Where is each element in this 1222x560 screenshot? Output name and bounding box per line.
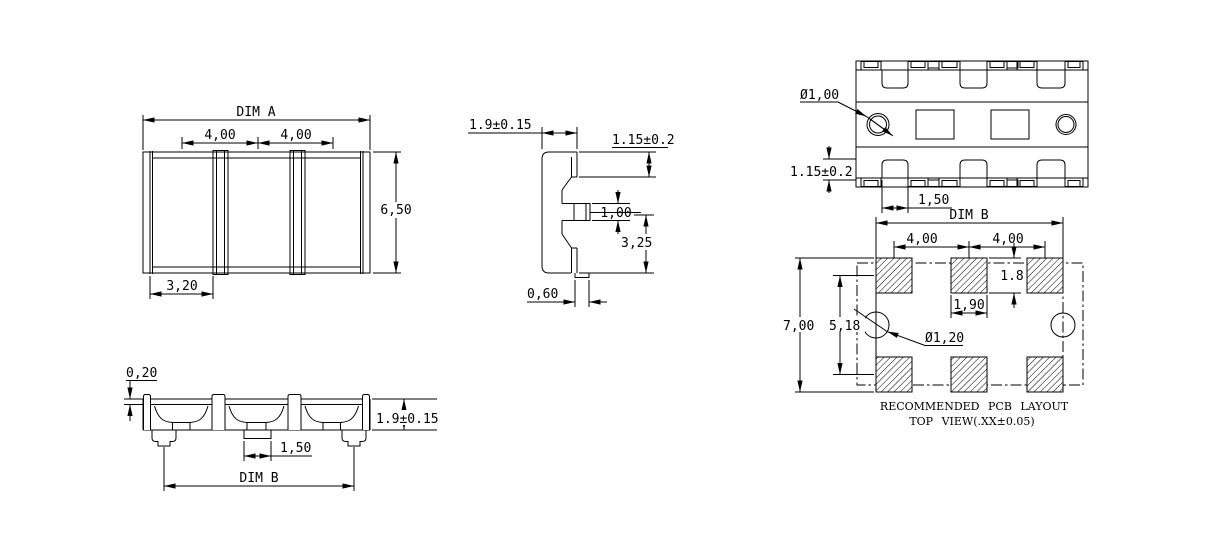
body-width-dimension: 1.9±0.15 bbox=[468, 118, 578, 149]
bottom-view-body bbox=[855, 60, 1089, 188]
pad-height-dimension: 1.8 bbox=[989, 243, 1024, 308]
dim-a-label: DIM A bbox=[236, 105, 275, 120]
post bbox=[211, 394, 226, 430]
pcb-hole bbox=[1050, 312, 1076, 338]
dim-b-dimension-front: DIM B bbox=[163, 447, 355, 491]
hole-diameter-label: Ø1,00 bbox=[800, 88, 839, 103]
pin-thickness-label: 1,00 bbox=[600, 206, 631, 221]
tab-width-dimension: 1,50 bbox=[881, 180, 952, 213]
pin-thickness-dimension: 1,00 bbox=[590, 190, 641, 234]
pitch-2-label: 4,00 bbox=[280, 128, 311, 143]
contact-cavity bbox=[228, 405, 285, 430]
dim-b-dimension-bottom: DIM B bbox=[875, 208, 1064, 258]
pcb-hole-diameter-callout: Ø1,20 bbox=[853, 308, 964, 346]
pcb-pitch-1-label: 4,00 bbox=[906, 232, 937, 247]
pcb-pad bbox=[950, 356, 988, 393]
overall-height-dimension: 7,00 bbox=[781, 257, 874, 393]
contact-cavity bbox=[304, 405, 359, 430]
front-height-label: 1.9±0.15 bbox=[376, 412, 439, 427]
cavity-window bbox=[915, 109, 955, 140]
pad-height-label: 1.8 bbox=[1000, 269, 1023, 284]
center-pad-label: 1,50 bbox=[280, 441, 311, 456]
pcb-pad bbox=[1026, 257, 1064, 294]
body-height-label: 6,50 bbox=[380, 203, 411, 218]
dim-a-dimension: DIM A bbox=[142, 105, 371, 150]
hole-diameter-callout: Ø1,00 bbox=[800, 88, 894, 137]
pcb-pad bbox=[1026, 356, 1064, 393]
slot-offset-label: 3,20 bbox=[166, 279, 197, 294]
post bbox=[287, 394, 302, 430]
cavity-window bbox=[990, 109, 1030, 140]
contact-height-dimension: 1.15±0.2 bbox=[579, 133, 675, 178]
pad-width-label: 1,90 bbox=[953, 298, 984, 313]
side-view-body bbox=[541, 151, 591, 278]
keying-tab bbox=[1036, 159, 1066, 178]
pcb-layout-view: 4,00 4,00 1.8 1,90 7,00 5 bbox=[781, 232, 1084, 428]
mounting-hole bbox=[1055, 114, 1077, 135]
divider-bar bbox=[212, 150, 229, 275]
keying-tab bbox=[881, 70, 909, 89]
top-view: DIM A 4,00 4,00 6,50 3,20 bbox=[142, 105, 417, 299]
pin-to-bottom-label: 3,25 bbox=[621, 236, 652, 251]
mounting-hole-inner bbox=[1057, 116, 1075, 133]
center-pad bbox=[243, 430, 272, 439]
overall-height-label: 7,00 bbox=[783, 319, 814, 334]
pcb-hole-diameter-label: Ø1,20 bbox=[925, 331, 964, 346]
edge-tabs-top bbox=[860, 61, 1084, 71]
band-height-label: 1.15±0.2 bbox=[790, 165, 853, 180]
front-view: 0,20 1.9±0.15 1,50 DIM B bbox=[124, 366, 439, 491]
left-foot bbox=[151, 430, 177, 447]
pitch-1-label: 4,00 bbox=[204, 128, 235, 143]
body-height-dimension: 6,50 bbox=[373, 151, 417, 274]
keying-tab bbox=[1036, 70, 1066, 89]
tab-width-label: 1,50 bbox=[918, 193, 949, 208]
keying-tab bbox=[881, 159, 909, 178]
divider-bar bbox=[289, 150, 306, 275]
mounting-hole bbox=[866, 113, 890, 136]
pin-to-bottom-dimension: 3,25 bbox=[579, 214, 658, 274]
pcb-caption-line-2: TOP VIEW(.XX±0.05) bbox=[909, 415, 1034, 428]
pcb-caption: RECOMMENDED PCB LAYOUT TOP VIEW(.XX±0.05… bbox=[880, 400, 1069, 428]
center-pad-dimension: 1,50 bbox=[243, 441, 312, 461]
row-pitch-dimension: 5,18 bbox=[826, 275, 874, 375]
solder-foot bbox=[574, 273, 590, 278]
bottom-view: Ø1,00 1.15±0.2 1,50 DIM B bbox=[790, 60, 1089, 258]
front-height-dimension: 1.9±0.15 bbox=[372, 398, 439, 431]
pcb-pitch-dimensions: 4,00 4,00 bbox=[893, 232, 1046, 258]
front-view-body bbox=[142, 394, 371, 447]
foot-width-dimension: 0,60 bbox=[527, 280, 607, 307]
mounting-hole-inner bbox=[869, 115, 887, 134]
pcb-pad bbox=[950, 257, 988, 294]
pcb-caption-line-1: RECOMMENDED PCB LAYOUT bbox=[880, 400, 1069, 413]
foot-width-label: 0,60 bbox=[527, 287, 558, 302]
band-height-dimension: 1.15±0.2 bbox=[790, 146, 856, 193]
pcb-pads bbox=[875, 257, 1064, 393]
dim-b-label-front: DIM B bbox=[239, 471, 278, 486]
pcb-pitch-2-label: 4,00 bbox=[992, 232, 1023, 247]
pad-width-dimension: 1,90 bbox=[950, 295, 988, 318]
contact-cavity bbox=[154, 405, 209, 430]
right-foot bbox=[341, 430, 367, 447]
side-view: 1.9±0.15 1.15±0.2 1,00 3,25 bbox=[468, 118, 675, 307]
row-pitch-label: 5,18 bbox=[829, 319, 860, 334]
contact-height-label: 1.15±0.2 bbox=[612, 133, 675, 148]
post bbox=[362, 394, 370, 430]
pcb-pad bbox=[875, 257, 913, 294]
keying-tab bbox=[959, 70, 988, 89]
slot-offset-dimension: 3,20 bbox=[149, 276, 214, 299]
keying-tab bbox=[959, 159, 988, 178]
edge-tabs-bottom bbox=[860, 177, 1084, 187]
body-width-label: 1.9±0.15 bbox=[469, 118, 532, 133]
dim-b-label-bottom: DIM B bbox=[949, 208, 988, 223]
post bbox=[143, 394, 151, 430]
pcb-pad bbox=[875, 356, 913, 393]
plate-thickness-label: 0,20 bbox=[126, 366, 157, 381]
top-view-body bbox=[142, 150, 371, 275]
contact-pin bbox=[562, 203, 591, 221]
pitch-dimensions: 4,00 4,00 bbox=[181, 128, 334, 149]
plate-thickness-dimension: 0,20 bbox=[124, 366, 157, 421]
